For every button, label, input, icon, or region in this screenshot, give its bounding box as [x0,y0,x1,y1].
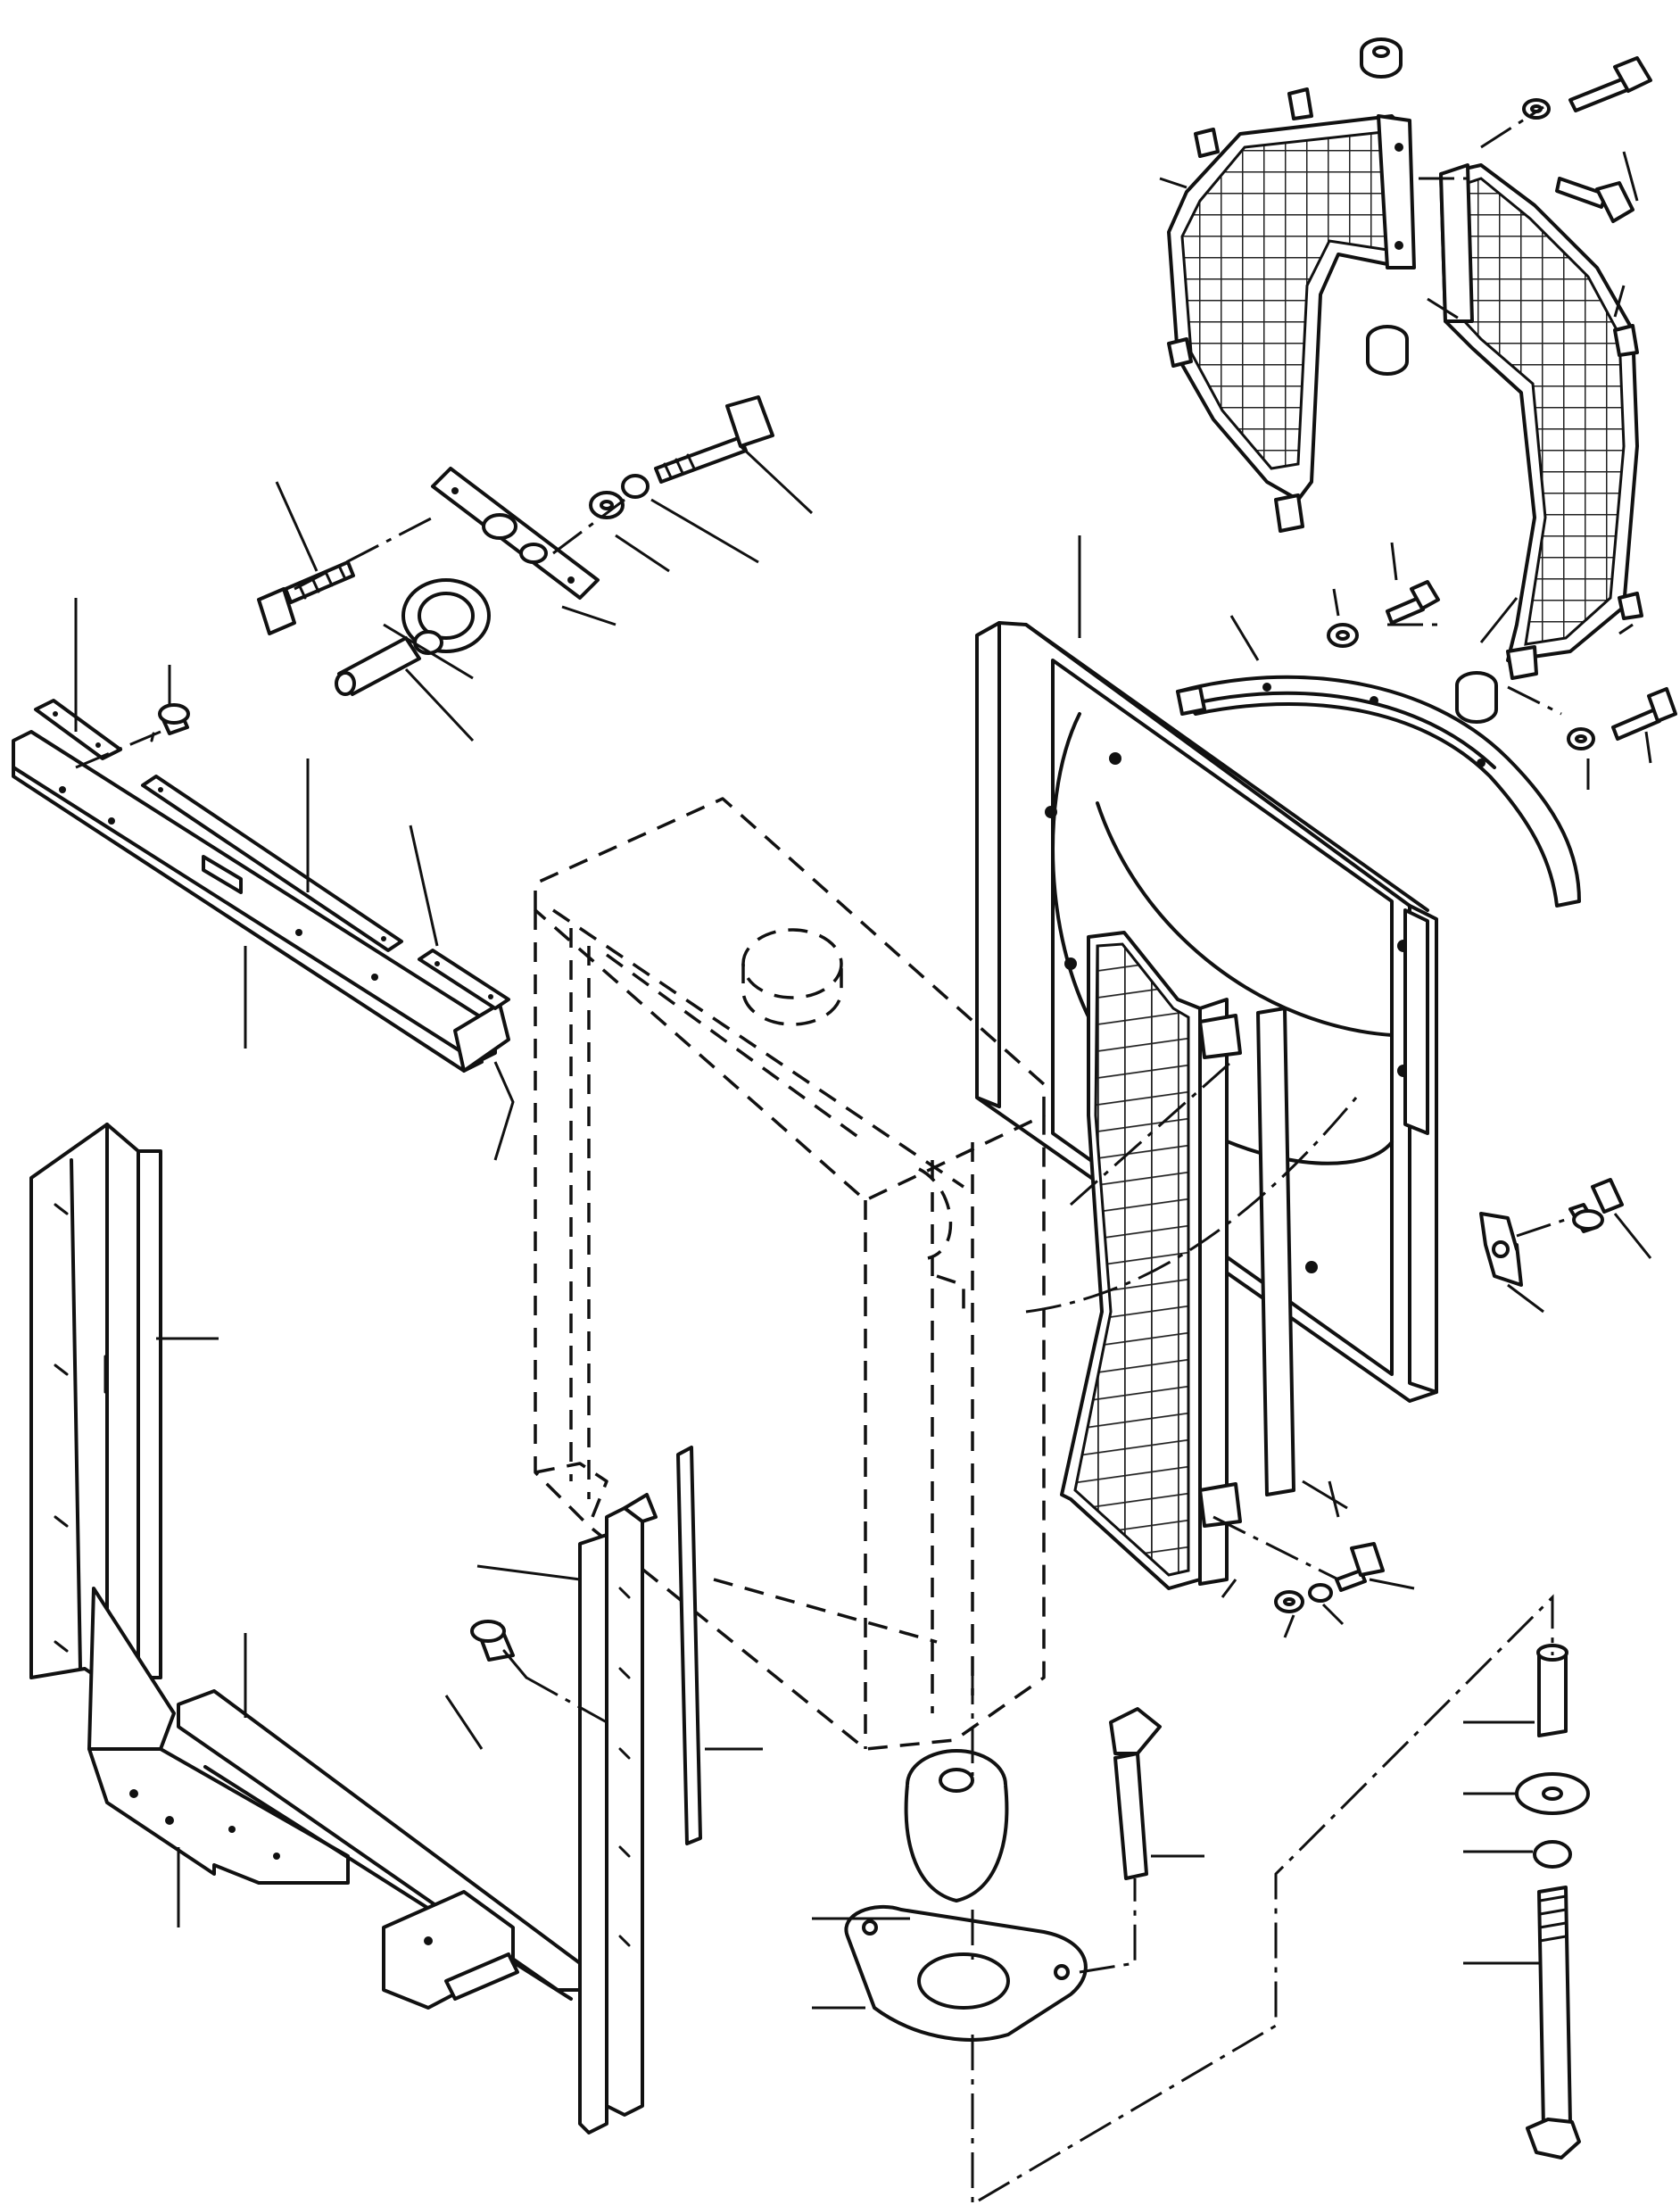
washer-top [1522,98,1551,120]
radiator-phantom [534,797,1046,1751]
nut-top [1360,37,1403,79]
bolt-bracket-left [150,703,190,742]
mounting-plate-top [431,467,600,600]
top-bracket-long [12,730,510,1073]
bolt-lower-right [1611,687,1677,741]
sleeve-top [335,636,421,696]
spacer-upper [1366,325,1409,376]
fan-guard-left-half [1167,87,1416,533]
side-channel-left [29,1123,162,1679]
washer-lower-right [1567,727,1595,750]
seal-strip [1256,1007,1295,1496]
leader-lines [74,151,1652,2010]
fan-ring [1176,675,1581,908]
bolt-lower-mid [470,1620,528,1679]
washer-bracket-mid-1 [1274,1590,1304,1613]
lower-rail-long [177,1689,582,2010]
bolt-top-1 [1568,56,1652,112]
spring-washer-bottom-right [1533,1840,1572,1869]
upright-bracket-right [578,1493,658,2135]
washer-fan-ring [1327,623,1359,648]
bolt-bracket-right [1568,1178,1624,1233]
bolt-mount-left [257,560,355,635]
bolt-top-left-long [654,395,774,484]
shroud-side-mesh [1060,931,1242,1590]
center-lines [75,105,1571,2205]
bolt-long-bottom-right [1526,1886,1581,2159]
rubber-mount-top [401,578,491,655]
lower-bracket-left [87,1587,350,1885]
bracket-shroud-right [1479,1212,1523,1287]
bolt-fan-ring [1386,580,1440,625]
rubber-mount-bottom [904,1749,1009,1902]
base-plate-bottom [844,1904,1088,2042]
washer-top-left [589,491,625,519]
fan-guard-right-half [1439,163,1643,680]
washer-bottom-right [1515,1772,1590,1815]
shim-plate-end [418,949,510,1010]
bolt-top-2 [1555,177,1634,223]
sleeve-bottom-right [1536,1644,1568,1737]
washer-bracket-mid-2 [1308,1583,1333,1603]
spacer-lower [1455,671,1498,724]
bolt-bracket-mid [1335,1542,1385,1592]
bolt-base-bottom [1109,1707,1162,1880]
spring-washer-top-left [621,474,650,499]
seal-strip-lower [676,1446,702,1845]
shim-plate-long [141,775,403,952]
